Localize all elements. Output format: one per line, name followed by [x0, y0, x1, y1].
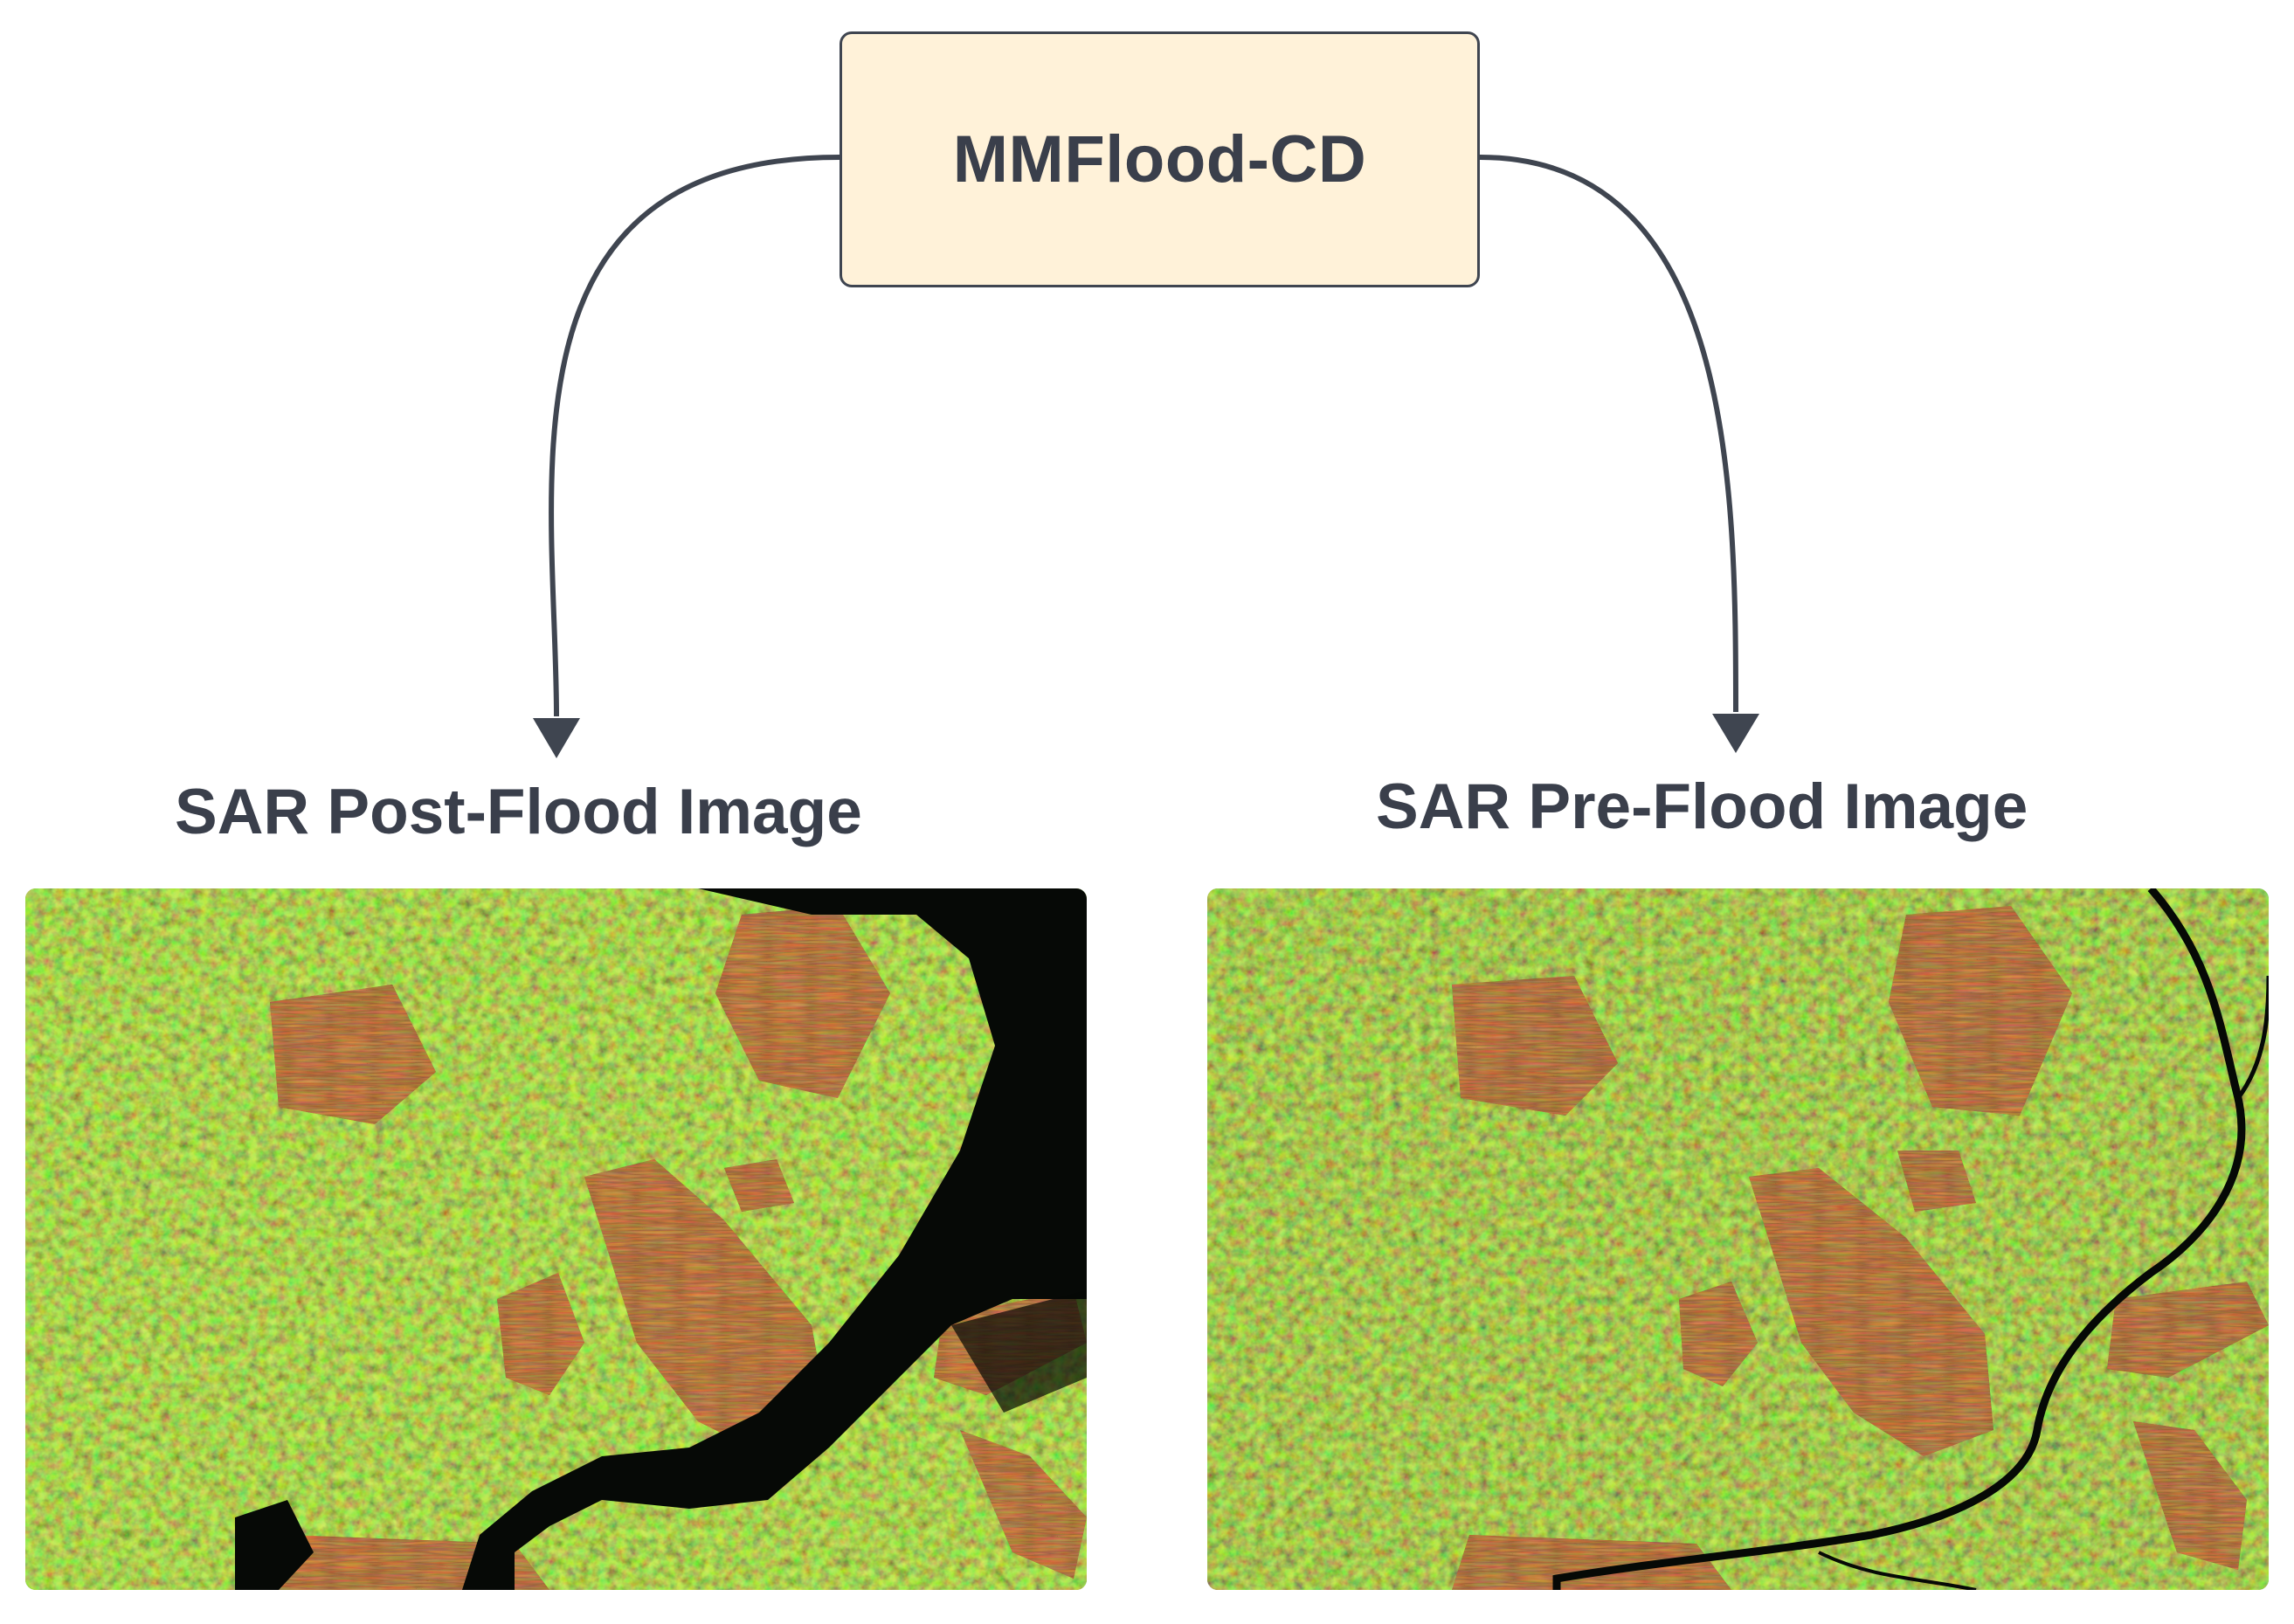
- root-node-mmflood-cd: MMFlood-CD: [840, 31, 1480, 287]
- sar-pre-flood-image: [1207, 888, 2269, 1590]
- river: [1552, 888, 2246, 1590]
- flood-water: [462, 888, 1087, 1590]
- root-node-label: MMFlood-CD: [952, 122, 1367, 197]
- sar-post-flood-image: [25, 888, 1087, 1590]
- arrow-to-post-flood: [533, 155, 840, 758]
- arrow-to-pre-flood: [1479, 155, 1759, 753]
- arrowhead-left: [533, 718, 580, 758]
- pre-flood-caption: SAR Pre-Flood Image: [1376, 771, 2028, 842]
- arrowhead-right: [1712, 714, 1759, 753]
- post-flood-caption: SAR Post-Flood Image: [175, 777, 862, 847]
